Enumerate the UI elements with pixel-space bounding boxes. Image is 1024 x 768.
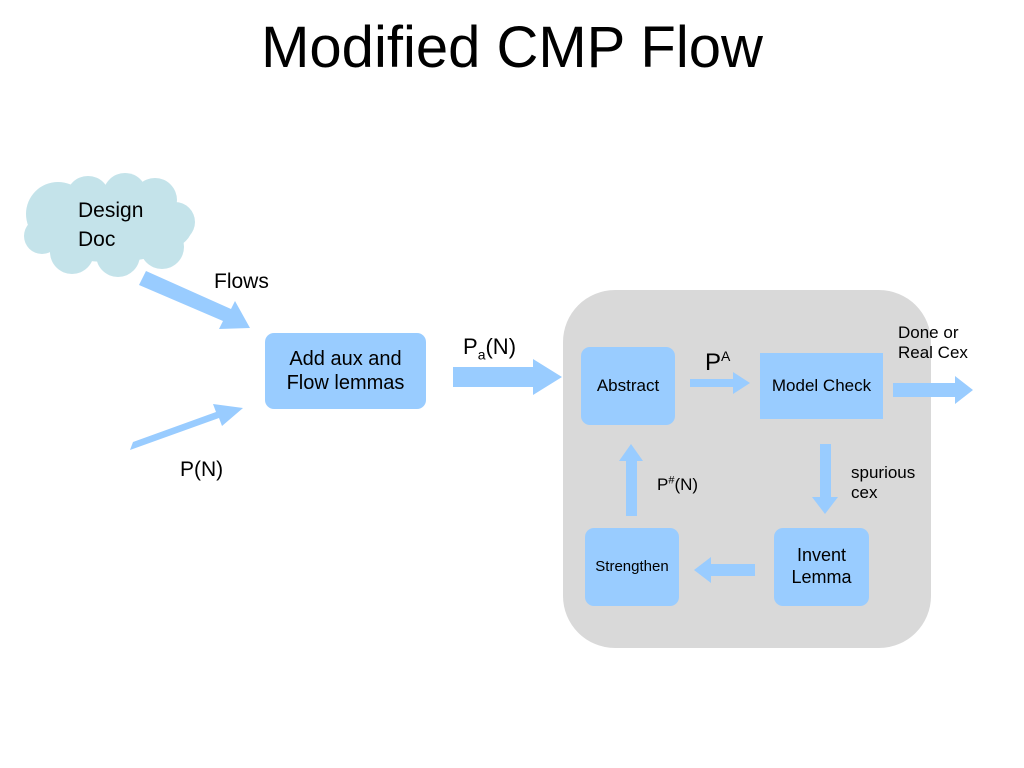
- pa-tail: (N): [485, 334, 517, 359]
- pA-label: PA: [705, 349, 730, 378]
- invent-lemma-box: Invent Lemma: [774, 528, 869, 606]
- invent-line1: Invent: [796, 545, 847, 566]
- design-doc-line1: Design: [78, 199, 144, 222]
- done-real-cex-label: Done or Real Cex: [898, 323, 968, 364]
- pa-n-label: Pa(N): [463, 334, 517, 363]
- pA-main: P: [705, 349, 722, 376]
- add-aux-line2: Flow lemmas: [286, 372, 405, 394]
- spurious-line1: spurious: [851, 463, 916, 482]
- abstract-label: Abstract: [596, 375, 660, 395]
- strengthen-to-abstract-arrow: [619, 444, 643, 516]
- phash-main: P: [657, 475, 669, 494]
- pa-main: P: [463, 334, 478, 359]
- flows-arrow: [139, 271, 250, 329]
- done-arrow: [893, 376, 973, 404]
- pA-sup: A: [721, 348, 731, 364]
- add-aux-flow-lemmas-box: Add aux and Flow lemmas: [265, 333, 426, 409]
- spurious-arrow: [812, 444, 838, 514]
- abstract-box: Abstract: [581, 347, 675, 425]
- strengthen-label: Strengthen: [595, 558, 669, 575]
- done-line2: Real Cex: [898, 343, 968, 363]
- pn-arrow: [130, 404, 243, 450]
- done-line1: Done or: [898, 323, 959, 342]
- slide-title: Modified CMP Flow: [261, 15, 763, 80]
- flows-label: Flows: [214, 270, 269, 293]
- model-check-label: Model Check: [771, 375, 872, 395]
- design-doc-label: Design Doc: [78, 196, 143, 255]
- spurious-line2: cex: [851, 483, 878, 503]
- pn-label: P(N): [180, 458, 224, 481]
- invent-to-strengthen-arrow: [694, 557, 755, 583]
- phash-tail: (N): [674, 475, 699, 494]
- p-hash-n-label: P#(N): [657, 475, 698, 495]
- phash-sup: #: [668, 474, 675, 487]
- model-check-box: Model Check: [760, 353, 883, 419]
- invent-line2: Lemma: [791, 567, 852, 587]
- pa-sub: a: [477, 346, 486, 363]
- design-doc-line2: Doc: [78, 228, 116, 252]
- spurious-cex-label: spurious cex: [851, 463, 915, 504]
- strengthen-box: Strengthen: [585, 528, 679, 606]
- pA-arrow: [690, 372, 750, 394]
- pa-arrow: [453, 359, 562, 395]
- add-aux-line1: Add aux and: [289, 348, 402, 370]
